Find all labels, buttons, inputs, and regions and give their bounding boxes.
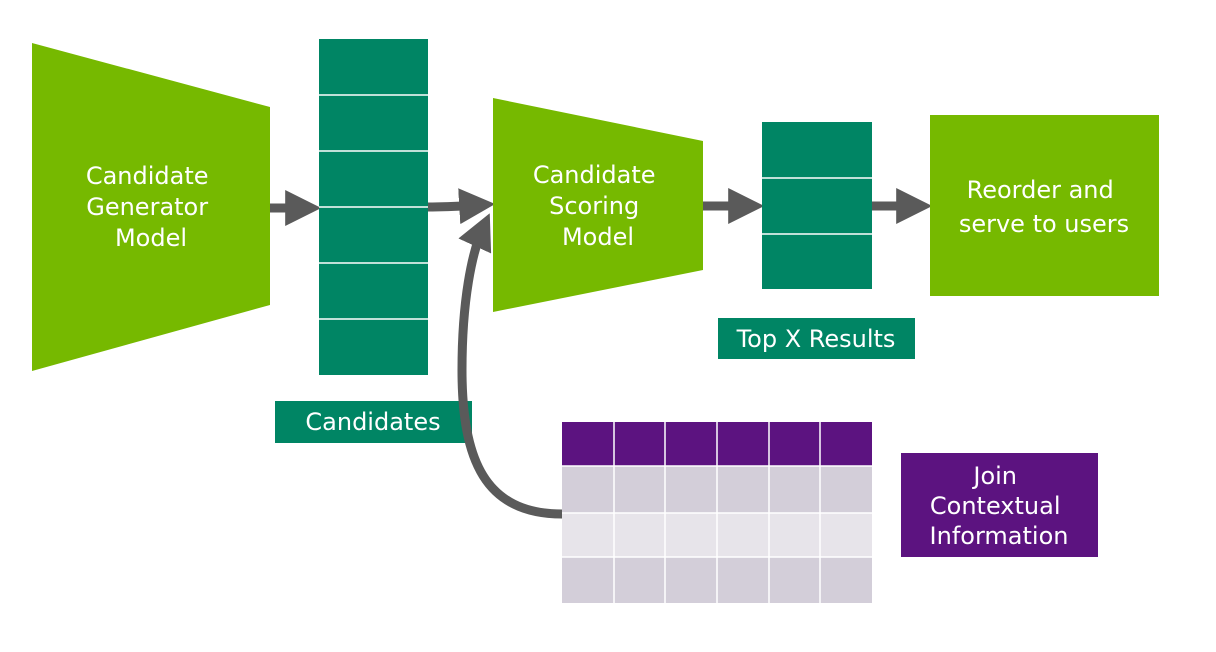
arrow-candidates-to-scoring (427, 188, 496, 225)
reorder-label: Reorder and serve to users (959, 176, 1129, 238)
contextual-info-table (562, 422, 872, 603)
candidates-label-box (275, 401, 472, 443)
candidate-scoring-label: Candidate Scoring Model (533, 161, 663, 251)
candidate-generator-label: Candidate Generator Model (86, 162, 216, 252)
join-context-label: Join Contextual Information (930, 462, 1069, 550)
candidate-scoring-shape (493, 98, 703, 312)
top-results-column (762, 122, 872, 289)
top-results-label: Top X Results (736, 325, 896, 353)
top-results-label-box (718, 318, 915, 359)
join-context-label-box (901, 453, 1098, 557)
reorder-box (930, 115, 1159, 296)
arrow-context-to-scoring (457, 213, 563, 519)
candidates-label: Candidates (305, 408, 440, 436)
candidate-generator-shape (32, 43, 270, 371)
candidates-column (319, 39, 428, 375)
